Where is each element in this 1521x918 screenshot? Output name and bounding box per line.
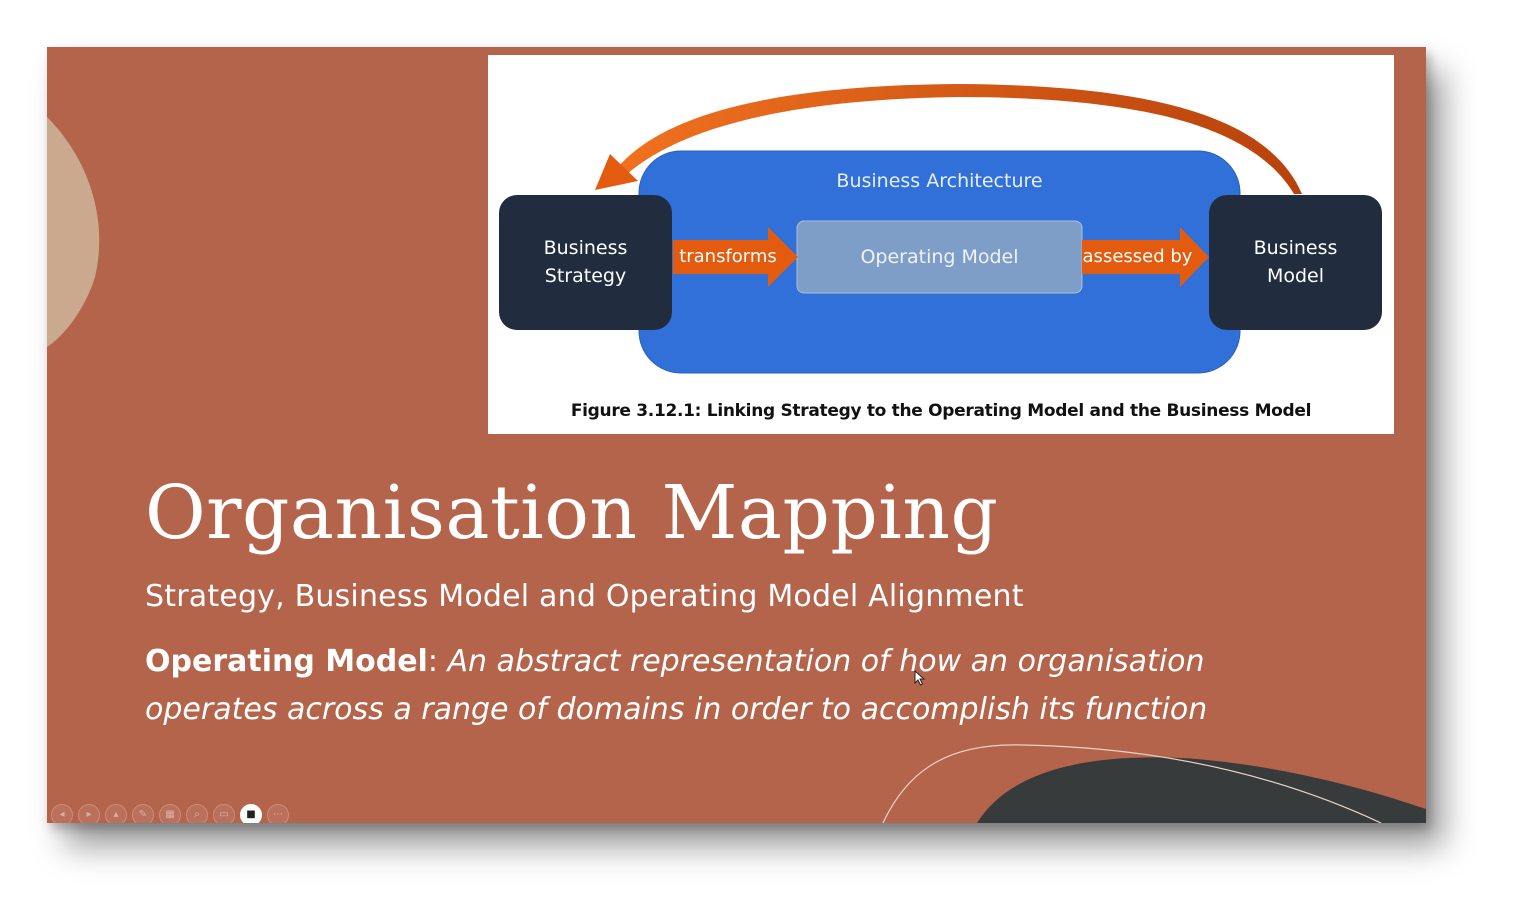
definition-separator: : xyxy=(427,644,438,679)
up-icon[interactable]: ▴ xyxy=(105,804,127,823)
slide-title: Organisation Mapping xyxy=(145,470,999,556)
definition-term: Operating Model xyxy=(145,644,428,679)
operating-model-definition: Operating Model: An abstract representat… xyxy=(145,638,1285,734)
transforms-arrow xyxy=(673,227,798,287)
business-architecture-label: Business Architecture xyxy=(639,167,1240,195)
feedback-arrowhead xyxy=(595,154,638,190)
presenter-toolbar: ◂ ▸ ▴ ✎ ▦ ⌕ ▭ ■ ⋯ xyxy=(51,804,289,823)
business-strategy-box xyxy=(499,195,672,330)
beige-blob-decoration xyxy=(47,117,100,347)
transforms-label: transforms xyxy=(679,246,777,267)
operating-model-text: Operating Model xyxy=(860,246,1019,268)
business-strategy-line1: Business xyxy=(543,237,628,259)
business-model-line1: Business xyxy=(1253,237,1338,259)
business-strategy-line2: Strategy xyxy=(544,265,627,287)
thin-line-decoration xyxy=(882,744,1382,823)
pen-icon[interactable]: ✎ xyxy=(132,804,154,823)
more-icon[interactable]: ⋯ xyxy=(267,804,289,823)
figure-caption: Figure 3.12.1: Linking Strategy to the O… xyxy=(570,401,1312,421)
figure-panel: Business Architecture Business Strategy … xyxy=(488,55,1394,434)
mouse-cursor-icon xyxy=(914,670,926,686)
dark-blob-decoration xyxy=(977,757,1426,823)
slides-grid-icon[interactable]: ▦ xyxy=(159,804,181,823)
business-strategy-label: Business Strategy xyxy=(499,234,672,290)
business-model-box xyxy=(1209,195,1382,330)
assessed-by-arrow xyxy=(1082,227,1209,287)
strategy-diagram xyxy=(499,84,1382,374)
presentation-slide: Business Architecture Business Strategy … xyxy=(47,47,1426,823)
operating-model-label: Operating Model xyxy=(797,243,1082,271)
business-architecture-text: Business Architecture xyxy=(836,170,1043,192)
definition-text: An abstract representation of how an org… xyxy=(145,644,1208,727)
business-model-label: Business Model xyxy=(1209,234,1382,290)
subtitles-icon[interactable]: ▭ xyxy=(213,804,235,823)
assessed-by-label: assessed by xyxy=(1082,246,1193,267)
zoom-icon[interactable]: ⌕ xyxy=(186,804,208,823)
business-model-line2: Model xyxy=(1266,265,1325,287)
camera-icon[interactable]: ■ xyxy=(240,804,262,823)
next-icon[interactable]: ▸ xyxy=(78,804,100,823)
slide-subtitle: Strategy, Business Model and Operating M… xyxy=(145,579,1024,614)
previous-icon[interactable]: ◂ xyxy=(51,804,73,823)
